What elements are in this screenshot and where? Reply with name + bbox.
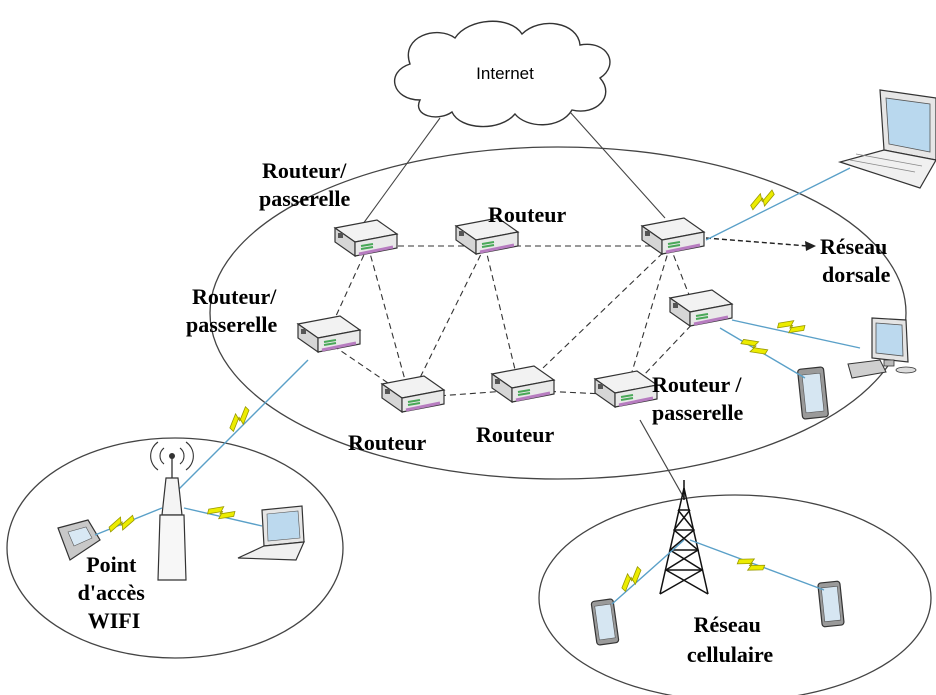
router-gateway-top-right [640,216,706,256]
cell-tower-icon [659,480,709,595]
wireless-link-laptop-wifi [183,502,263,527]
wireless-link-phone [94,507,163,536]
router-gateway-top-left [333,218,399,258]
internet-cloud: Internet [393,20,611,128]
wireless-link-cell-right [689,539,825,591]
label-wifi-ap: Point d'accès WIFI [78,552,151,633]
router-gateway-left [296,314,362,354]
laptop-wifi-icon [237,505,305,561]
wireless-link-cell-left [611,539,685,605]
mesh-network-ellipse [209,146,907,480]
wireless-link-tablet [719,327,806,379]
internet-label: Internet [476,64,534,83]
label-cellular: Réseau cellulaire [687,612,774,667]
router-right [668,288,734,328]
label-router-top: Routeur [488,202,566,227]
router-gateway-bottom-right [593,369,659,409]
label-router-bottom-mid: Routeur [476,422,554,447]
label-gateway-bottom-right: Routeur / passerelle [652,372,747,425]
laptop-icon [837,89,936,189]
label-gateway-left: Routeur/ passerelle [186,284,282,337]
wifi-access-point-icon [150,441,194,581]
label-gateway-top-left: Routeur/ passerelle [259,158,352,211]
tablet-icon [797,366,829,420]
desktop-computer-icon [847,317,917,379]
wireless-link-laptop [705,167,851,241]
cellular-network-ellipse [538,494,932,695]
phone-icon [57,519,101,561]
router-bottom-mid [490,364,556,404]
label-backbone: Réseau dorsale [820,234,893,287]
router-bottom-left [380,374,446,414]
tablet-cell-right-icon [817,580,845,628]
wireless-link-desktop [731,316,861,349]
gateway-tower-link [639,419,685,499]
backbone-arrow [705,237,816,251]
wireless-link-gateway-ap [177,359,309,491]
label-router-bottom-left: Routeur [348,430,426,455]
wifi-network-ellipse [6,437,344,659]
tablet-cell-left-icon [590,598,620,646]
internet-links [359,111,666,229]
